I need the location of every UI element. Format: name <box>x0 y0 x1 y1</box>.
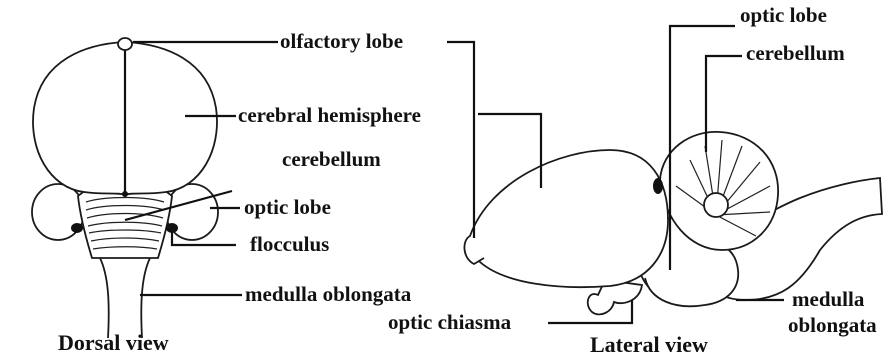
caption-lateral-view: Lateral view <box>590 332 708 357</box>
label-dorsal-flocculus: flocculus <box>250 232 329 256</box>
lateral-cerebrum-shape <box>468 150 668 287</box>
dorsal-olfactory-lobe-shape <box>118 38 132 50</box>
label-lateral-optic-chiasma: optic chiasma <box>388 310 512 334</box>
label-lateral-optic-lobe: optic lobe <box>740 3 827 27</box>
dorsal-view-drawing <box>32 38 218 338</box>
label-dorsal-olfactory-lobe: olfactory lobe <box>280 29 403 53</box>
label-dorsal-cerebellum: cerebellum <box>282 147 381 171</box>
caption-dorsal-view: Dorsal view <box>58 330 169 355</box>
dorsal-flocculus-left <box>71 223 83 233</box>
dorsal-medulla-shape <box>100 258 150 338</box>
label-dorsal-optic-lobe: optic lobe <box>244 195 331 219</box>
lateral-cerebellum-center <box>704 193 728 217</box>
label-dorsal-medulla-oblongata: medulla oblongata <box>245 282 412 306</box>
dorsal-flocculus-right <box>166 223 178 233</box>
label-lateral-medulla-line1: medulla <box>792 287 865 311</box>
lateral-dark-notch <box>653 178 663 194</box>
label-lateral-medulla-line2: oblongata <box>788 313 877 337</box>
label-dorsal-cerebral-hemisphere: cerebral hemisphere <box>238 103 421 127</box>
label-lateral-cerebellum: cerebellum <box>746 41 845 65</box>
